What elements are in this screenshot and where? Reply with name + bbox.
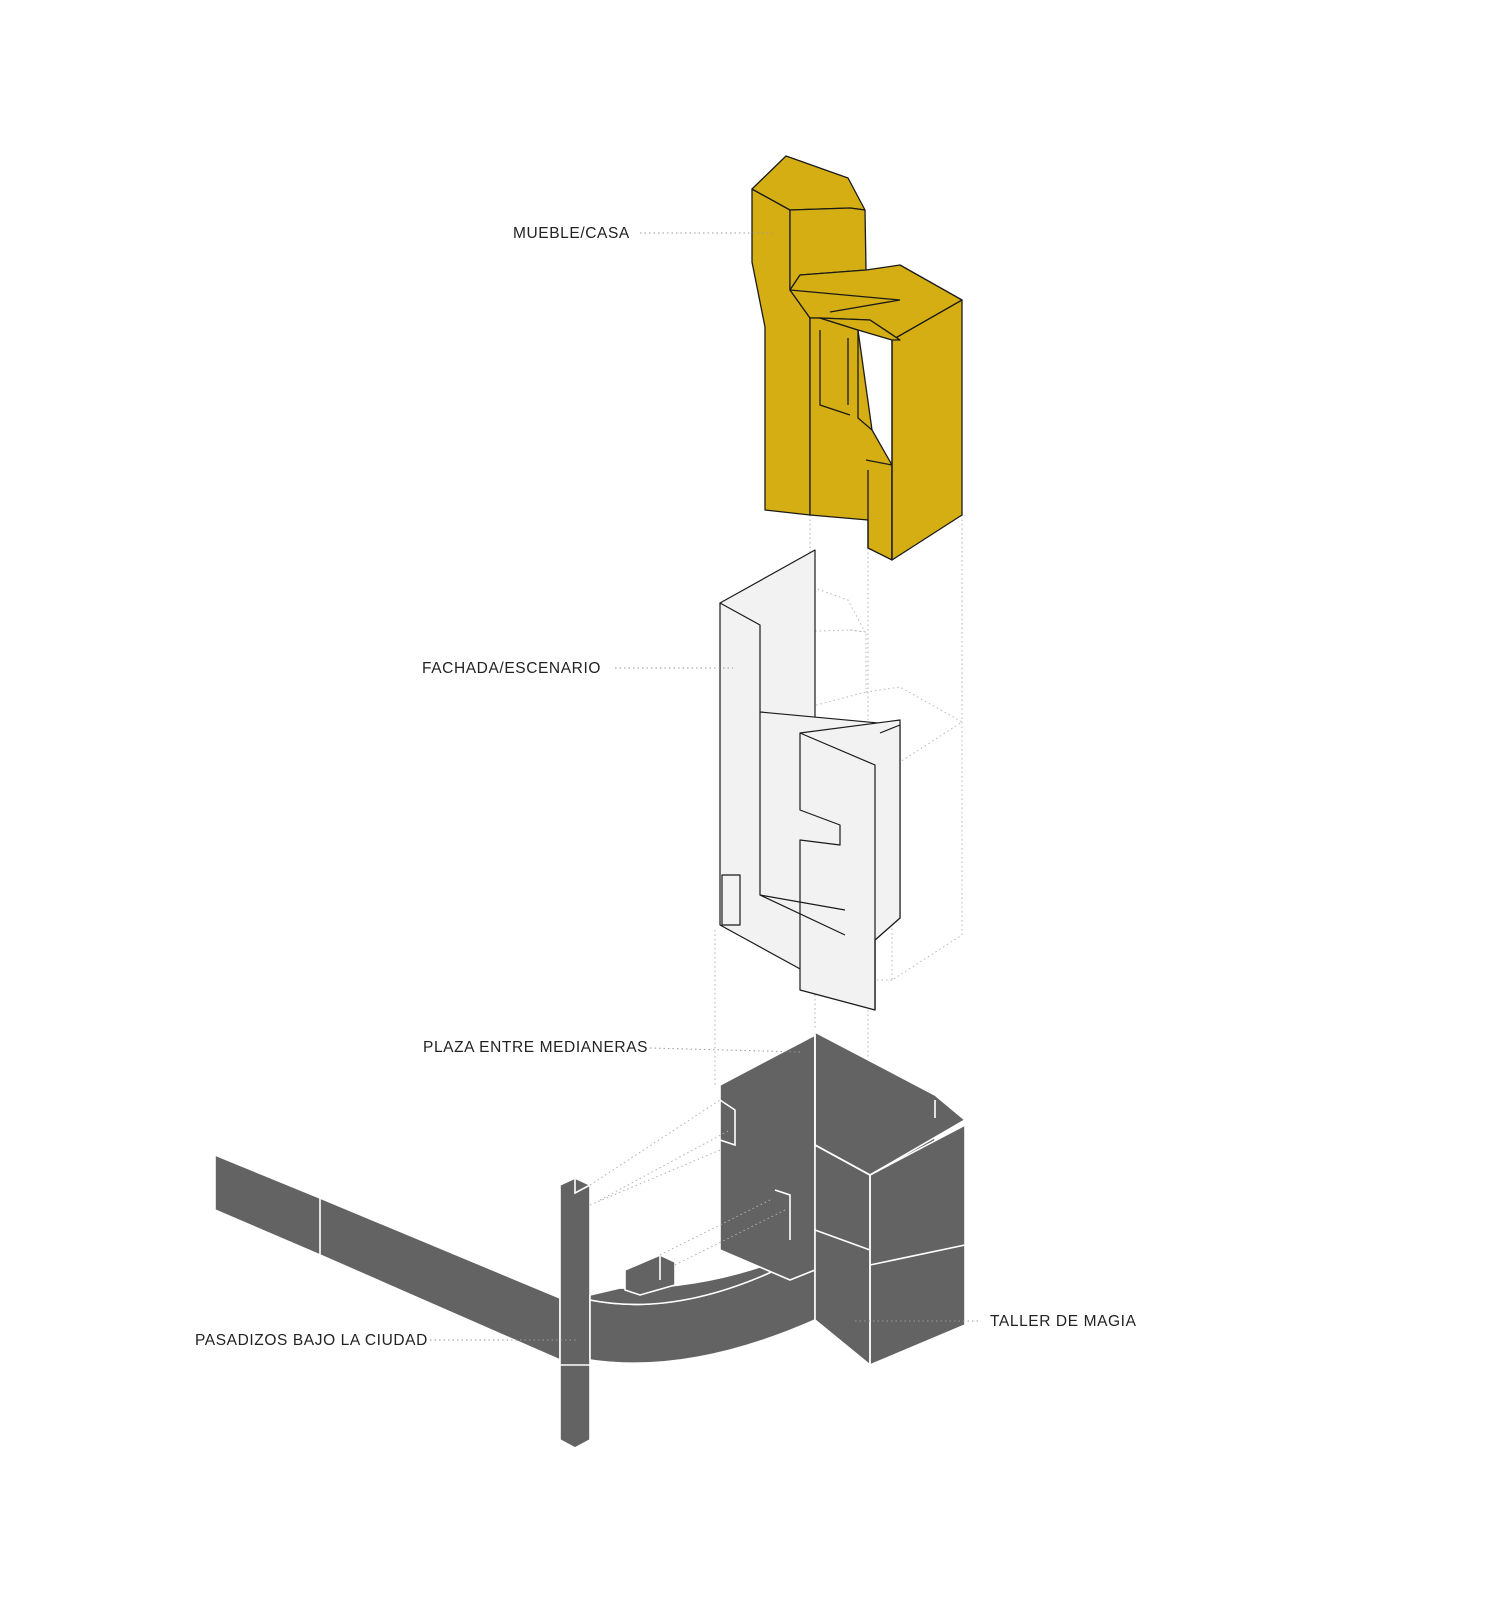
label-taller-de-magia: TALLER DE MAGIA [990, 1313, 1137, 1330]
label-fachada-escenario: FACHADA/ESCENARIO [422, 660, 601, 677]
mueble-casa-front-face [809, 317, 893, 561]
underground-ghost-links [589, 1099, 786, 1266]
fachada-small-door [721, 874, 741, 926]
mueble-casa-front-top [819, 317, 901, 341]
label-mueble-casa: MUEBLE/CASA [513, 225, 630, 242]
underground-volume [214, 1031, 966, 1449]
mueble-casa-volume [751, 155, 963, 561]
label-pasadizos-bajo-la-ciudad: PASADIZOS BAJO LA CIUDAD [195, 1332, 428, 1349]
label-plaza-entre-medianeras: PLAZA ENTRE MEDIANERAS [423, 1039, 648, 1056]
pasadizo-west-tunnel [214, 1154, 561, 1361]
pasadizo-vertical-shaft [559, 1177, 591, 1449]
taller-left-face [719, 1034, 816, 1281]
fachada-door-panel [799, 719, 901, 1011]
mueble-casa-right-face [891, 299, 963, 561]
fachada-escenario-panels [719, 549, 901, 1011]
